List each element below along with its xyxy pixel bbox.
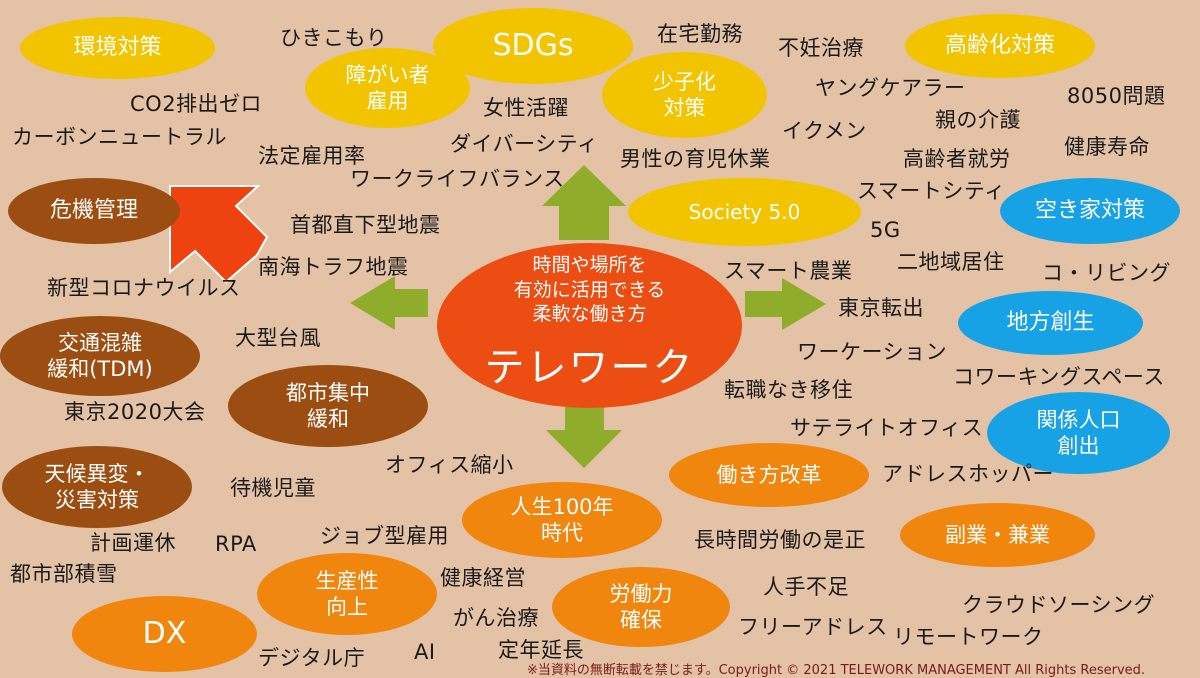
kw-workation: ワーケーション <box>797 340 948 364</box>
kw-digital: デジタル庁 <box>258 646 366 670</box>
oval-akiya: 空き家対策 <box>1000 178 1180 244</box>
kw-ai: AI <box>414 640 436 664</box>
kw-taiki: 待機児童 <box>230 476 316 500</box>
arrow-right <box>745 278 826 330</box>
kw-5g: 5G <box>870 218 901 242</box>
kw-kenko-keiei: 健康経営 <box>440 566 526 590</box>
kw-teinen: 定年延長 <box>498 638 584 662</box>
kw-ikuji: 男性の育児休業 <box>620 147 771 171</box>
oval-productivity: 生産性 向上 <box>257 553 437 635</box>
center-title: テレワーク <box>484 345 695 391</box>
oval-crisis: 危機管理 <box>8 178 180 244</box>
kw-nichiiki: 二地域居住 <box>897 250 1005 274</box>
kw-free-address: フリーアドレス <box>738 615 888 639</box>
oval-env: 環境対策 <box>20 17 215 79</box>
arrow-down <box>546 407 622 468</box>
kw-shuto: 首都直下型地震 <box>290 213 441 237</box>
oval-urban: 都市集中 緩和 <box>228 365 428 447</box>
kw-hikikomori: ひきこもり <box>280 26 388 50</box>
oval-relation: 関係人口 創出 <box>987 392 1170 474</box>
kw-chojikan: 長時間労働の是正 <box>694 528 866 552</box>
oval-disability: 障がい者 雇用 <box>305 48 470 128</box>
kw-smart-agri: スマート農業 <box>724 259 853 283</box>
oval-sidejob: 副業・兼業 <box>900 503 1095 567</box>
oval-dx: DX <box>72 596 257 672</box>
kw-hitode: 人手不足 <box>763 575 849 599</box>
oval-workstyle: 働き方改革 <box>669 443 869 507</box>
kw-address-hopper: アドレスホッパー <box>882 462 1054 486</box>
kw-gan: がん治療 <box>453 606 539 630</box>
kw-wlb: ワークライフバランス <box>350 167 565 191</box>
kw-olympics: 東京2020大会 <box>64 400 206 424</box>
kw-typhoon: 大型台風 <box>235 326 321 350</box>
kw-co2: CO2排出ゼロ <box>130 92 263 116</box>
kw-nankai: 南海トラフ地震 <box>258 255 409 279</box>
oval-sdgs: SDGs <box>433 8 633 84</box>
arrow-red-highlight <box>169 185 269 284</box>
kw-keikaku: 計画運休 <box>90 531 176 555</box>
oval-traffic: 交通混雑 緩和(TDM) <box>0 316 200 396</box>
oval-aging: 高齢化対策 <box>905 14 1095 78</box>
kw-josei: 女性活躍 <box>483 96 569 120</box>
kw-carbon: カーボンニュートラル <box>12 125 227 149</box>
oval-labor: 労働力 確保 <box>552 567 730 647</box>
kw-job: ジョブ型雇用 <box>320 524 449 548</box>
oval-regional: 地方創生 <box>958 291 1143 355</box>
oval-life100: 人生100年 時代 <box>462 482 662 558</box>
kw-kenko-jumyo: 健康寿命 <box>1064 135 1150 159</box>
kw-funin: 不妊治療 <box>778 36 864 60</box>
kw-young-carer: ヤングケアラー <box>815 76 966 100</box>
kw-hotei: 法定雇用率 <box>258 144 366 168</box>
kw-ikumen: イクメン <box>782 119 867 143</box>
arrow-up <box>542 165 626 240</box>
arrow-left <box>350 276 428 330</box>
kw-diversity: ダイバーシティ <box>450 132 599 156</box>
kw-rpa: RPA <box>215 532 257 556</box>
kw-corona: 新型コロナウイルス <box>47 276 241 300</box>
kw-smartcity: スマートシティ <box>857 179 1006 203</box>
kw-kaigo: 親の介護 <box>935 108 1021 132</box>
center-telework-oval: 時間や場所を 有効に活用できる 柔軟な働き方 テレワーク <box>437 243 742 408</box>
kw-remote: リモートワーク <box>893 625 1044 649</box>
kw-toshibu: 都市部積雪 <box>10 562 118 586</box>
kw-coliving: コ・リビング <box>1042 261 1171 285</box>
oval-weather: 天候異変・ 災害対策 <box>2 446 192 528</box>
oval-birthrate: 少子化 対策 <box>602 52 767 138</box>
kw-koreisha: 高齢者就労 <box>903 147 1011 171</box>
kw-satellite: サテライトオフィス <box>790 416 984 440</box>
center-subtitle: 時間や場所を 有効に活用できる 柔軟な働き方 <box>513 254 666 326</box>
kw-crowdsourcing: クラウドソーシング <box>962 593 1156 617</box>
copyright-notice: ※当資料の無断転載を禁じます。Copyright © 2021 TELEWORK… <box>527 663 1146 678</box>
kw-office-shrink: オフィス縮小 <box>385 453 514 477</box>
kw-coworking: コワーキングスペース <box>953 365 1165 389</box>
kw-tokyo-out: 東京転出 <box>838 296 924 320</box>
oval-society5: Society 5.0 <box>628 178 861 246</box>
kw-tenshoku: 転職なき移住 <box>724 378 853 402</box>
kw-8050: 8050問題 <box>1067 84 1166 108</box>
kw-zaitaku: 在宅勤務 <box>657 22 743 46</box>
